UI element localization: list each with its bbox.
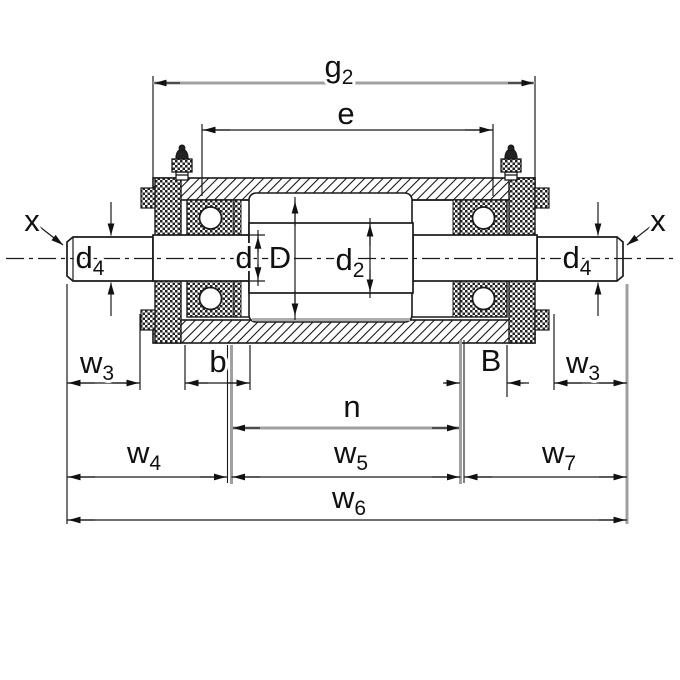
- ball-top: [198, 206, 223, 230]
- leader-x-left: [39, 226, 64, 246]
- label-b: b: [209, 344, 226, 379]
- label-w3-left: w3: [79, 345, 114, 385]
- label-d4-right: d4: [563, 240, 592, 280]
- label-w6: w6: [331, 480, 366, 520]
- label-x-left: x: [24, 203, 40, 238]
- inner-ring-bottom: [187, 280, 234, 287]
- inner-ring-bottom: [460, 280, 507, 287]
- leader-x-right: [626, 226, 651, 246]
- grease-nipple-right: [500, 144, 522, 181]
- label-g2: g2: [325, 49, 354, 89]
- nipple-shank: [175, 171, 189, 181]
- ball-bottom: [198, 286, 223, 311]
- left-bearing: [186, 199, 242, 318]
- nipple-ball: [507, 144, 515, 152]
- seal-strip: [233, 199, 242, 237]
- inner-ring-top: [460, 229, 507, 236]
- label-w4: w4: [126, 435, 161, 475]
- label-e: e: [337, 96, 354, 131]
- dim-d: [240, 230, 265, 286]
- nipple-hex: [500, 158, 522, 173]
- label-w5: w5: [333, 435, 368, 475]
- nipple-ball: [178, 144, 186, 152]
- grease-nipple-left: [171, 144, 193, 181]
- outer-ring: [460, 200, 507, 207]
- bolt-left-bottom: [140, 309, 156, 331]
- label-w7: w7: [541, 435, 576, 475]
- dim-w3-right: [553, 314, 627, 390]
- bolt-right-bottom: [534, 309, 550, 331]
- dim-g2: [152, 76, 536, 178]
- label-x-right: x: [650, 203, 666, 238]
- nipple-hex: [171, 158, 193, 173]
- seal-strip: [452, 199, 461, 237]
- housing-bottom-band: [152, 319, 536, 344]
- seal-strip: [233, 280, 242, 318]
- outer-ring-bottom: [187, 310, 234, 317]
- junction-extensions: [226, 340, 465, 484]
- label-d4-left: d4: [76, 240, 105, 280]
- label-w3-right: w3: [565, 345, 600, 385]
- label-n: n: [343, 389, 360, 424]
- label-D: D: [269, 240, 291, 275]
- bolt-right-top: [534, 187, 550, 209]
- dim-B: [443, 345, 529, 397]
- bolt-left-top: [140, 187, 156, 209]
- nipple-shank: [504, 171, 518, 181]
- label-d: d: [235, 240, 252, 275]
- dim-w3-left: [67, 314, 141, 390]
- outer-ring-bottom: [460, 310, 507, 317]
- outer-ring: [187, 200, 234, 207]
- inner-ring-top: [187, 229, 234, 236]
- ball-top: [471, 206, 496, 230]
- ball-bottom: [471, 286, 496, 311]
- seal-strip: [452, 280, 461, 318]
- dim-e: [201, 124, 494, 196]
- label-B: B: [481, 343, 502, 378]
- label-d2: d2: [336, 242, 365, 282]
- dim-b: [184, 345, 251, 390]
- right-bearing: [452, 199, 508, 318]
